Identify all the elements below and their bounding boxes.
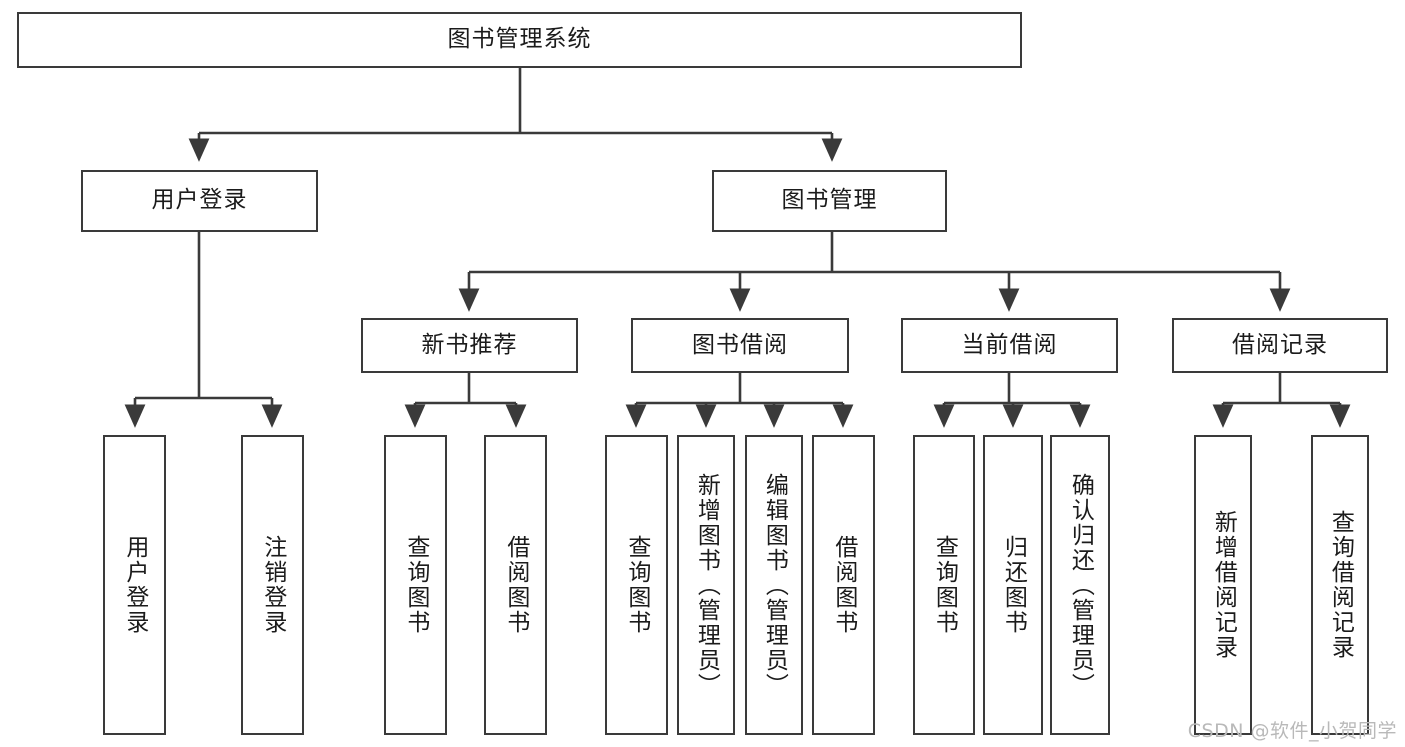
leaf-add-book-admin-label: 新增图书（管理员） [693, 472, 720, 698]
leaf-user-login[interactable]: 用户登录 [103, 435, 166, 735]
leaf-add-book-admin[interactable]: 新增图书（管理员） [677, 435, 735, 735]
node-root-label: 图书管理系统 [447, 26, 592, 53]
node-user-login[interactable]: 用户登录 [81, 170, 318, 232]
node-root[interactable]: 图书管理系统 [17, 12, 1022, 68]
node-new-book-recommend[interactable]: 新书推荐 [361, 318, 578, 373]
leaf-query-borrow-record-label: 查询借阅记录 [1327, 510, 1354, 660]
leaf-borrow-book-recommend[interactable]: 借阅图书 [484, 435, 547, 735]
leaf-confirm-return-admin-label: 确认归还（管理员） [1067, 472, 1094, 698]
leaf-return-book-label: 归还图书 [1000, 535, 1027, 635]
node-new-book-recommend-label: 新书推荐 [421, 331, 518, 358]
leaf-query-book-recommend-label: 查询图书 [402, 535, 429, 635]
node-book-management-label: 图书管理 [781, 187, 878, 214]
leaf-borrow-book[interactable]: 借阅图书 [812, 435, 875, 735]
leaf-query-book-recommend[interactable]: 查询图书 [384, 435, 447, 735]
leaf-add-borrow-record[interactable]: 新增借阅记录 [1194, 435, 1252, 735]
node-current-borrow-label: 当前借阅 [961, 331, 1058, 358]
leaf-query-book-current[interactable]: 查询图书 [913, 435, 975, 735]
node-book-management[interactable]: 图书管理 [712, 170, 947, 232]
leaf-query-book-current-label: 查询图书 [931, 535, 958, 635]
watermark: CSDN @软件_小贺同学 [1187, 720, 1397, 742]
leaf-borrow-book-recommend-label: 借阅图书 [502, 535, 529, 635]
node-book-borrow[interactable]: 图书借阅 [631, 318, 849, 373]
leaf-query-book-borrow[interactable]: 查询图书 [605, 435, 668, 735]
leaf-logout-label: 注销登录 [259, 535, 286, 635]
node-user-login-label: 用户登录 [151, 187, 248, 214]
leaf-edit-book-admin[interactable]: 编辑图书（管理员） [745, 435, 803, 735]
leaf-query-borrow-record[interactable]: 查询借阅记录 [1311, 435, 1369, 735]
node-book-borrow-label: 图书借阅 [692, 331, 788, 358]
leaf-user-login-label: 用户登录 [121, 535, 148, 635]
leaf-logout[interactable]: 注销登录 [241, 435, 304, 735]
leaf-return-book[interactable]: 归还图书 [983, 435, 1043, 735]
leaf-borrow-book-label: 借阅图书 [830, 535, 857, 635]
node-borrow-record-label: 借阅记录 [1232, 331, 1328, 358]
leaf-edit-book-admin-label: 编辑图书（管理员） [761, 472, 788, 698]
leaf-query-book-borrow-label: 查询图书 [623, 535, 650, 635]
node-borrow-record[interactable]: 借阅记录 [1172, 318, 1388, 373]
node-current-borrow[interactable]: 当前借阅 [901, 318, 1118, 373]
leaf-confirm-return-admin[interactable]: 确认归还（管理员） [1050, 435, 1110, 735]
leaf-add-borrow-record-label: 新增借阅记录 [1210, 510, 1237, 660]
